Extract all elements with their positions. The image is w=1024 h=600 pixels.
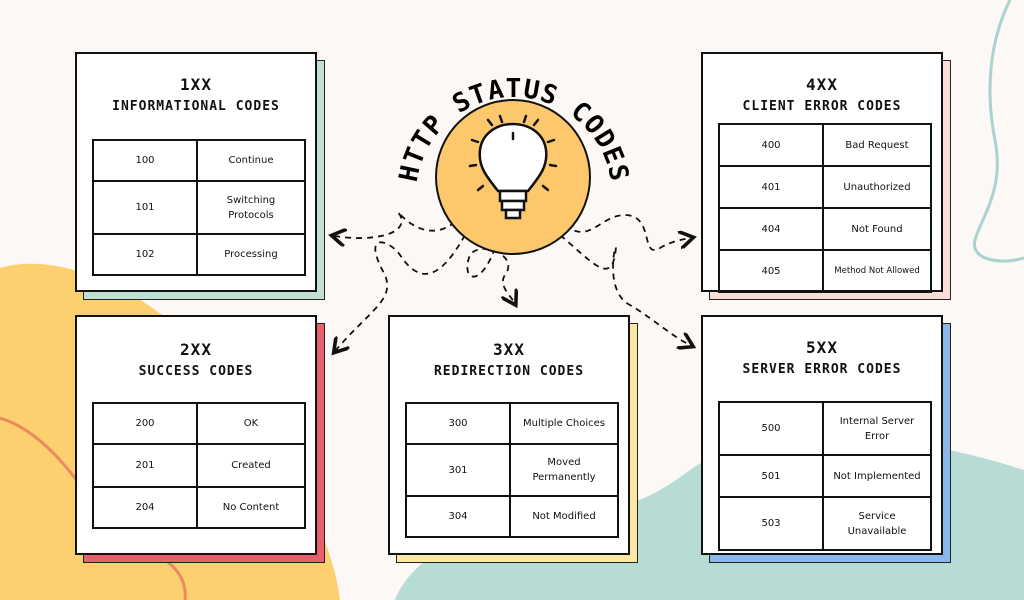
status-code: 204 — [92, 486, 198, 529]
center-title-graphic: HTTP STATUS CODES — [394, 74, 633, 255]
status-label: OK — [196, 402, 306, 445]
status-code: 401 — [718, 165, 824, 209]
card-title: 3XX — [493, 340, 525, 359]
status-code: 501 — [718, 454, 824, 498]
status-code: 201 — [92, 443, 198, 488]
card-subtitle: SERVER ERROR CODES — [742, 362, 902, 377]
status-code: 404 — [718, 207, 824, 251]
card-subtitle: CLIENT ERROR CODES — [742, 99, 902, 114]
status-label: Processing — [196, 233, 306, 276]
card-title: 4XX — [806, 75, 838, 94]
status-code: 102 — [92, 233, 198, 276]
lightbulb-icon — [468, 114, 558, 220]
card-subtitle: INFORMATIONAL CODES — [112, 99, 280, 114]
status-code: 300 — [405, 402, 511, 445]
status-code: 400 — [718, 123, 824, 167]
status-label: Bad Request — [822, 123, 932, 167]
status-code: 301 — [405, 443, 511, 497]
card-subtitle: SUCCESS CODES — [138, 364, 254, 379]
status-code: 100 — [92, 139, 198, 182]
status-label: Not Found — [822, 207, 932, 251]
status-label: Multiple Choices — [509, 402, 619, 445]
card-title: 2XX — [180, 340, 212, 359]
status-code: 405 — [718, 249, 824, 293]
card-title: 5XX — [806, 338, 838, 357]
status-label: Not Modified — [509, 495, 619, 538]
status-label: Method Not Allowed — [822, 249, 932, 293]
status-label: Unauthorized — [822, 165, 932, 209]
status-label: Created — [196, 443, 306, 488]
card-title: 1XX — [180, 75, 212, 94]
status-code: 304 — [405, 495, 511, 538]
teal-squiggle — [973, 0, 1024, 263]
status-label: Continue — [196, 139, 306, 182]
status-code: 200 — [92, 402, 198, 445]
status-label: Moved Permanently — [509, 443, 619, 497]
status-label: No Content — [196, 486, 306, 529]
status-code: 503 — [718, 496, 824, 551]
card-subtitle: REDIRECTION CODES — [433, 364, 585, 379]
status-label: Internal Server Error — [822, 401, 932, 456]
status-label: Service Unavailable — [822, 496, 932, 551]
status-code: 500 — [718, 401, 824, 456]
status-code: 101 — [92, 180, 198, 235]
status-label: Switching Protocols — [196, 180, 306, 235]
status-label: Not Implemented — [822, 454, 932, 498]
